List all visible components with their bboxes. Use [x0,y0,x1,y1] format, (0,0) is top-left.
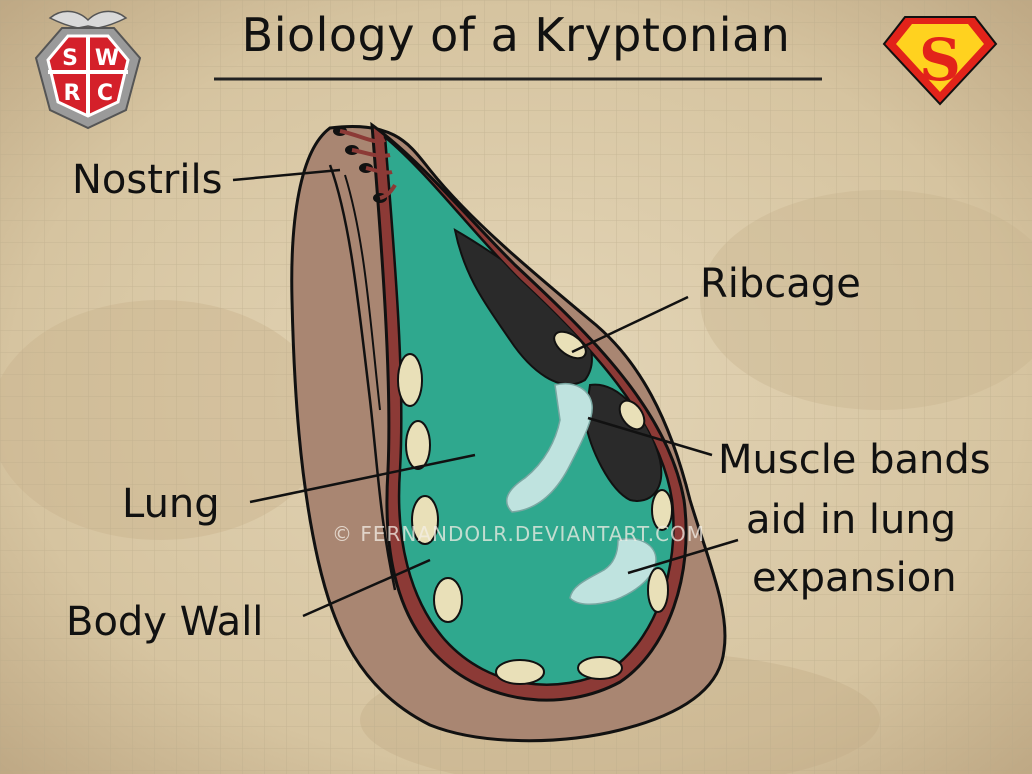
superman-emblem: S [882,16,998,106]
label-lung: Lung [122,481,220,527]
label-muscle-bands-line1: Muscle bands [718,437,991,483]
emblem-letter: S [919,26,961,94]
label-ribcage: Ribcage [700,261,861,307]
label-nostrils: Nostrils [72,157,223,203]
label-muscle-bands-line3: expansion [752,555,957,601]
rib [411,495,439,545]
body-wall-line [328,164,397,591]
logo-letter: W [95,46,119,71]
leader-nostrils [232,168,341,182]
ribcage [397,330,673,685]
rib [397,353,423,407]
logo-letter: S [62,46,78,71]
leader-body-wall [302,558,431,618]
leader-lung [249,453,476,504]
rib [577,656,623,680]
rib [553,330,587,360]
watermark: © FERNANDOLR.DEVIANTART.COM [332,522,706,546]
rib [647,567,669,613]
rib [651,489,673,531]
leader-muscle-lower [627,538,739,575]
page-title: Biology of a Kryptonian [241,8,791,62]
muscle-band [506,383,593,513]
swrc-shield-logo: S W R C [34,10,142,130]
logo-letter: C [97,81,113,106]
leader-ribcage [571,295,689,354]
rib [405,420,431,470]
muscle-band [569,538,657,605]
label-muscle-bands-line2: aid in lung [746,497,957,543]
body-wall-line [344,174,381,411]
label-body-wall: Body Wall [66,599,264,645]
logo-letter: R [64,81,81,106]
leader-lines [232,168,739,618]
rib [433,577,463,623]
leader-muscle [587,416,713,457]
nostrils [333,126,397,203]
rib [618,399,646,431]
rib [495,659,545,685]
